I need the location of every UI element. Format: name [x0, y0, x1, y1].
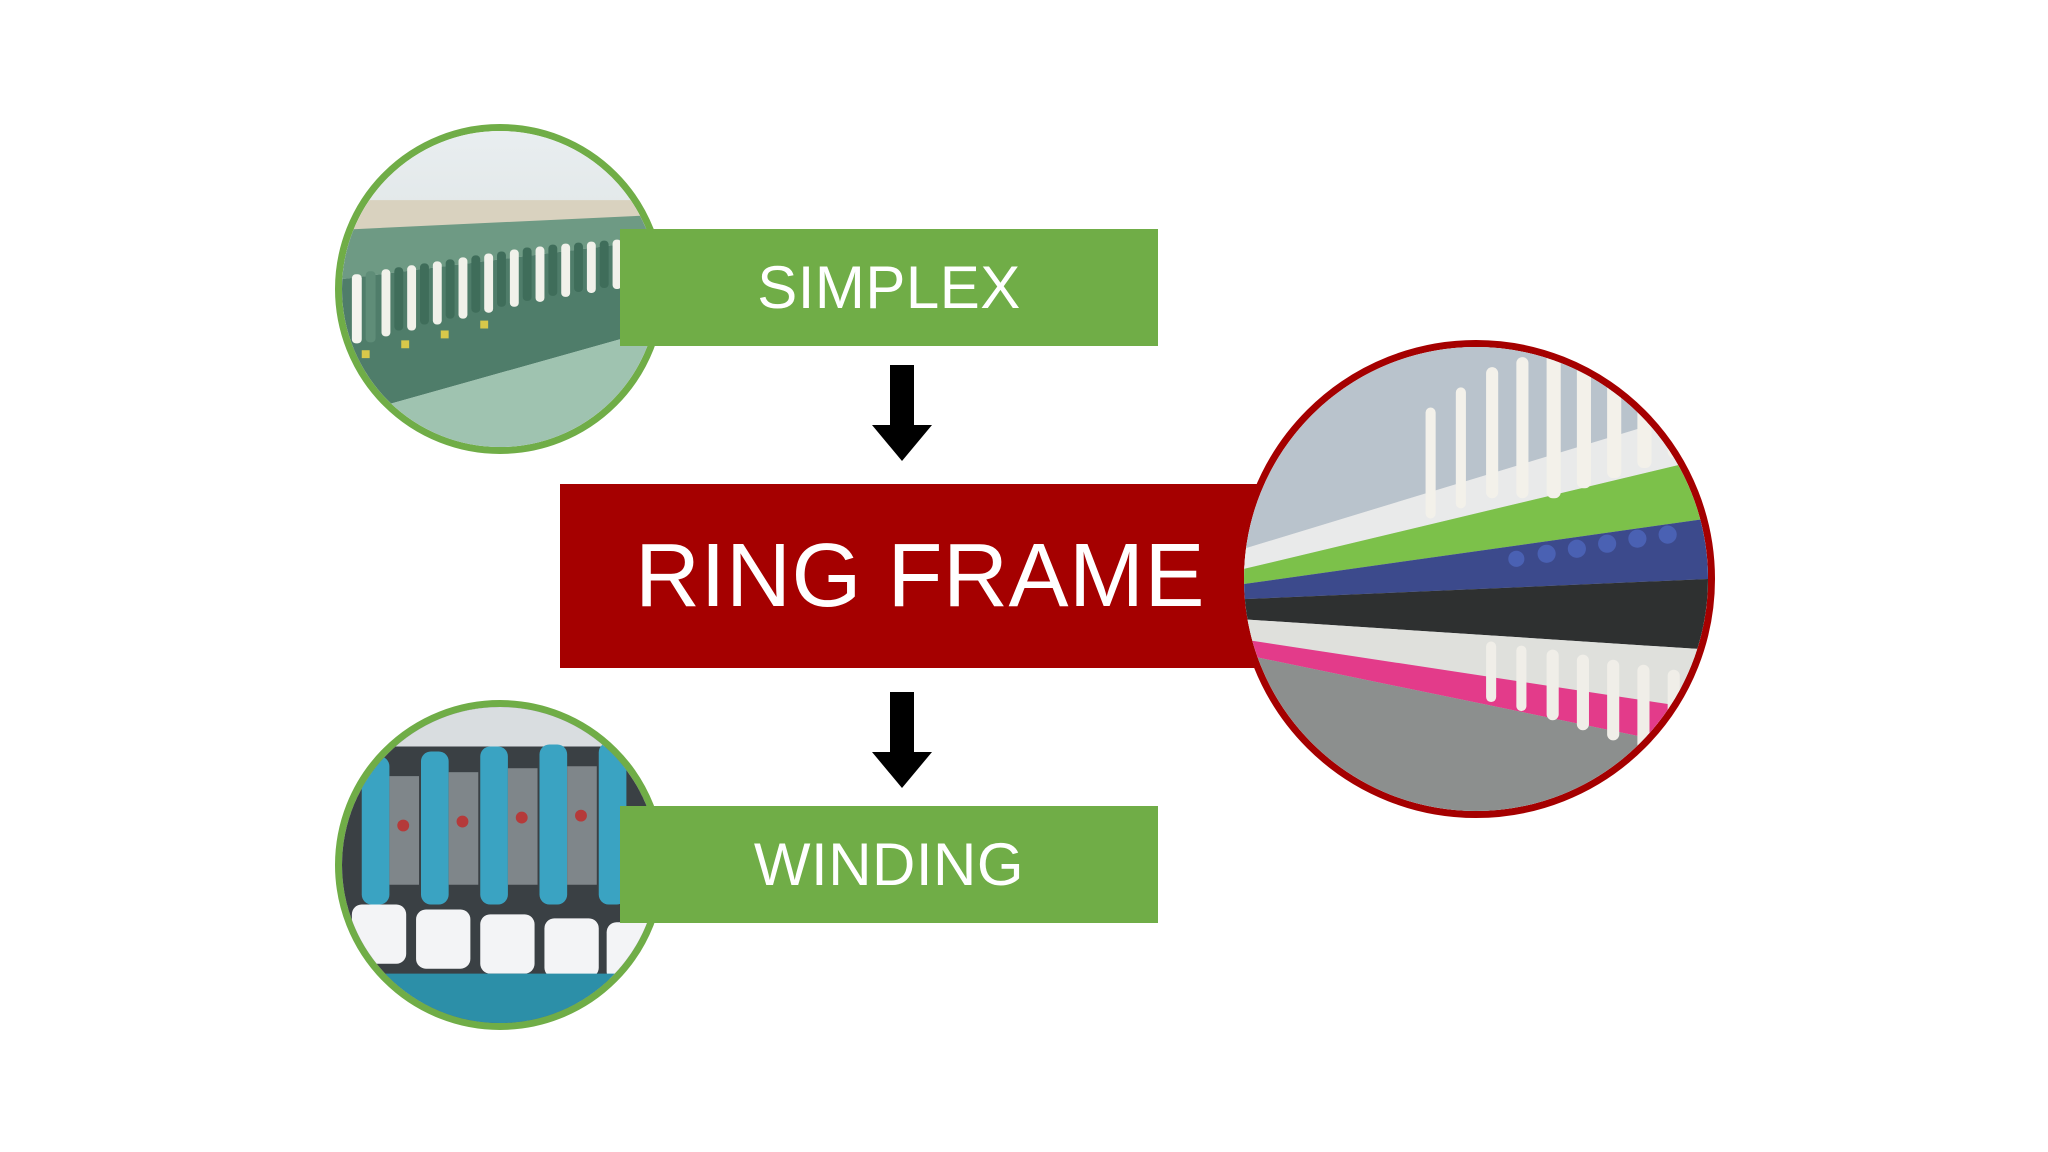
ring-frame-machine-photo [1237, 340, 1715, 818]
winding-step-box: WINDING [620, 806, 1158, 923]
simplex-step-box: SIMPLEX [620, 229, 1158, 346]
arrow-down-icon [872, 365, 932, 468]
arrow-down-icon [872, 692, 932, 795]
simplex-machine-illustration [342, 131, 658, 447]
winding-label: WINDING [753, 831, 1025, 898]
ring-frame-machine-illustration [1244, 347, 1708, 811]
ring-frame-step-box: RING FRAME [560, 484, 1280, 668]
ring-frame-label: RING FRAME [634, 525, 1205, 626]
simplex-label: SIMPLEX [757, 254, 1021, 321]
winding-machine-illustration [342, 707, 658, 1023]
simplex-machine-photo [335, 124, 665, 454]
winding-machine-photo [335, 700, 665, 1030]
